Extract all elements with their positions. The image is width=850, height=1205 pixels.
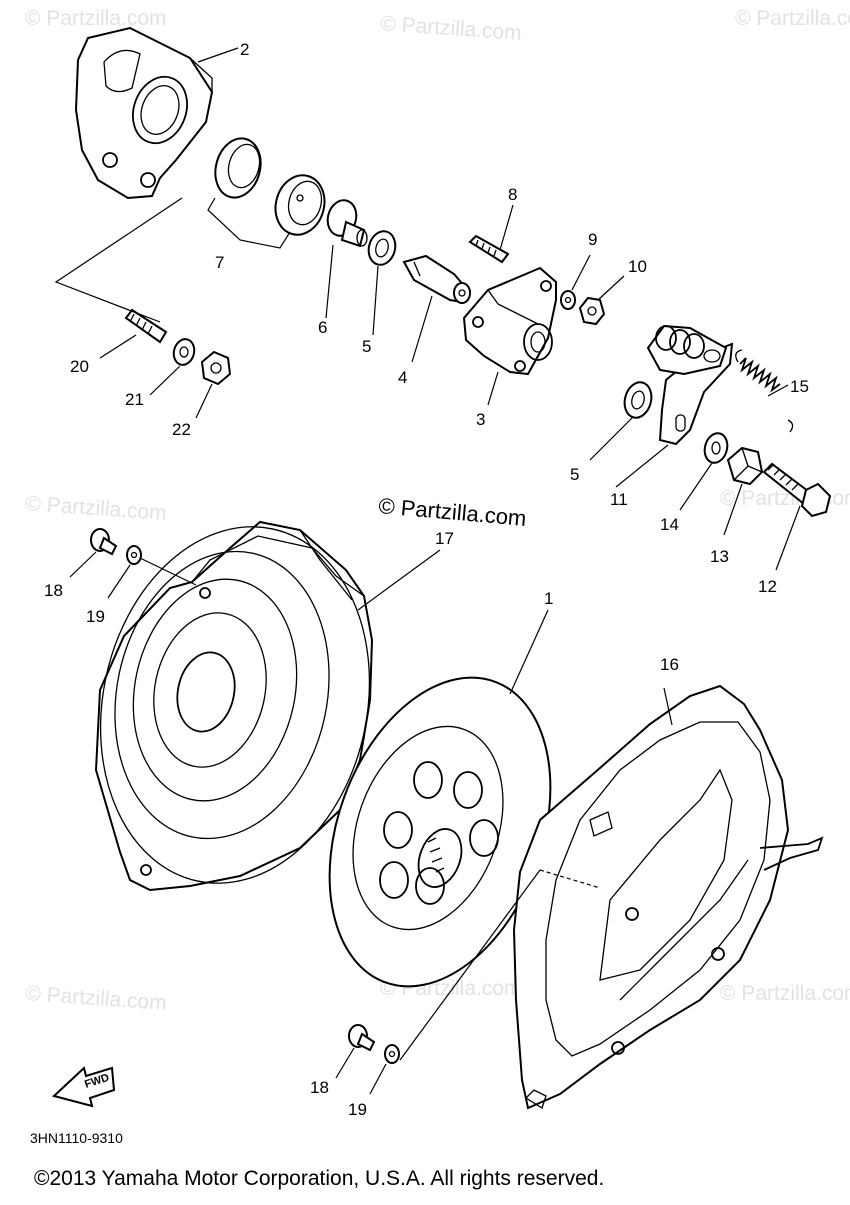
part-11-brake-lever[interactable] xyxy=(646,324,734,446)
watermark-text: © Partzilla.com xyxy=(380,12,523,45)
callout-19-lower: 19 xyxy=(348,1100,367,1119)
watermark-text: © Partzilla.com xyxy=(25,982,168,1015)
callout-16: 16 xyxy=(660,655,679,674)
part-9-washer[interactable] xyxy=(560,290,576,310)
callout-19-upper: 19 xyxy=(86,607,105,626)
part-19-washer-upper[interactable] xyxy=(126,545,142,565)
part-18-bolt-upper[interactable] xyxy=(90,528,118,556)
callout-7: 7 xyxy=(215,253,224,272)
watermark-text: © Partzilla.com xyxy=(25,492,168,525)
watermark-text: © Partzilla.com xyxy=(25,7,167,30)
part-14-washer[interactable] xyxy=(701,431,730,466)
callout-13: 13 xyxy=(710,547,729,566)
part-16-backing-plate[interactable] xyxy=(512,684,824,1110)
part-7-piston-seal[interactable] xyxy=(209,133,331,240)
part-19-washer-lower[interactable] xyxy=(384,1044,400,1064)
callout-10: 10 xyxy=(628,257,647,276)
watermark-text: © Partzilla.com xyxy=(720,982,850,1005)
callout-22: 22 xyxy=(172,420,191,439)
copyright-notice: ©2013 Yamaha Motor Corporation, U.S.A. A… xyxy=(34,1167,604,1190)
callout-18-lower: 18 xyxy=(310,1078,329,1097)
callout-6: 6 xyxy=(318,318,327,337)
callout-5-upper: 5 xyxy=(362,337,371,356)
callout-17: 17 xyxy=(435,529,454,548)
part-12-bolt[interactable] xyxy=(762,462,832,518)
callout-11: 11 xyxy=(610,490,628,509)
part-10-nut[interactable] xyxy=(578,296,606,326)
part-22-nut[interactable] xyxy=(200,350,232,386)
part-5-bearing-lower[interactable] xyxy=(621,379,655,421)
part-8-stud[interactable] xyxy=(468,234,510,264)
part-18-bolt-lower[interactable] xyxy=(348,1024,376,1052)
part-21-washer[interactable] xyxy=(171,337,197,367)
callout-12: 12 xyxy=(758,577,777,596)
part-4-cam[interactable] xyxy=(402,254,471,304)
callout-5-lower: 5 xyxy=(570,465,579,484)
part-2-caliper-bracket[interactable] xyxy=(74,26,214,200)
part-15-spring[interactable] xyxy=(735,349,794,433)
callout-3: 3 xyxy=(476,410,485,429)
callout-8: 8 xyxy=(508,185,517,204)
callout-9: 9 xyxy=(588,230,597,249)
watermark-text: © Partzilla.com xyxy=(735,7,850,30)
callout-2: 2 xyxy=(240,40,249,59)
fwd-arrow-icon: FWD xyxy=(51,1066,116,1108)
callout-1: 1 xyxy=(544,589,553,608)
callout-4: 4 xyxy=(398,368,407,387)
part-5-bearing-upper[interactable] xyxy=(365,228,399,268)
part-17-drum-cover[interactable] xyxy=(68,501,401,908)
callout-20: 20 xyxy=(70,357,89,376)
part-6-pin[interactable] xyxy=(324,197,368,248)
part-3-caliper-housing[interactable] xyxy=(462,266,557,376)
part-20-stud[interactable] xyxy=(124,308,168,344)
callout-15: 15 xyxy=(790,377,809,396)
diagram-code: 3HN1110-9310 xyxy=(30,1130,123,1146)
part-13-nut[interactable] xyxy=(726,446,764,486)
callout-18-upper: 18 xyxy=(44,581,63,600)
callout-14: 14 xyxy=(660,515,679,534)
center-watermark: © Partzilla.com xyxy=(378,493,528,531)
callout-21: 21 xyxy=(125,390,144,409)
